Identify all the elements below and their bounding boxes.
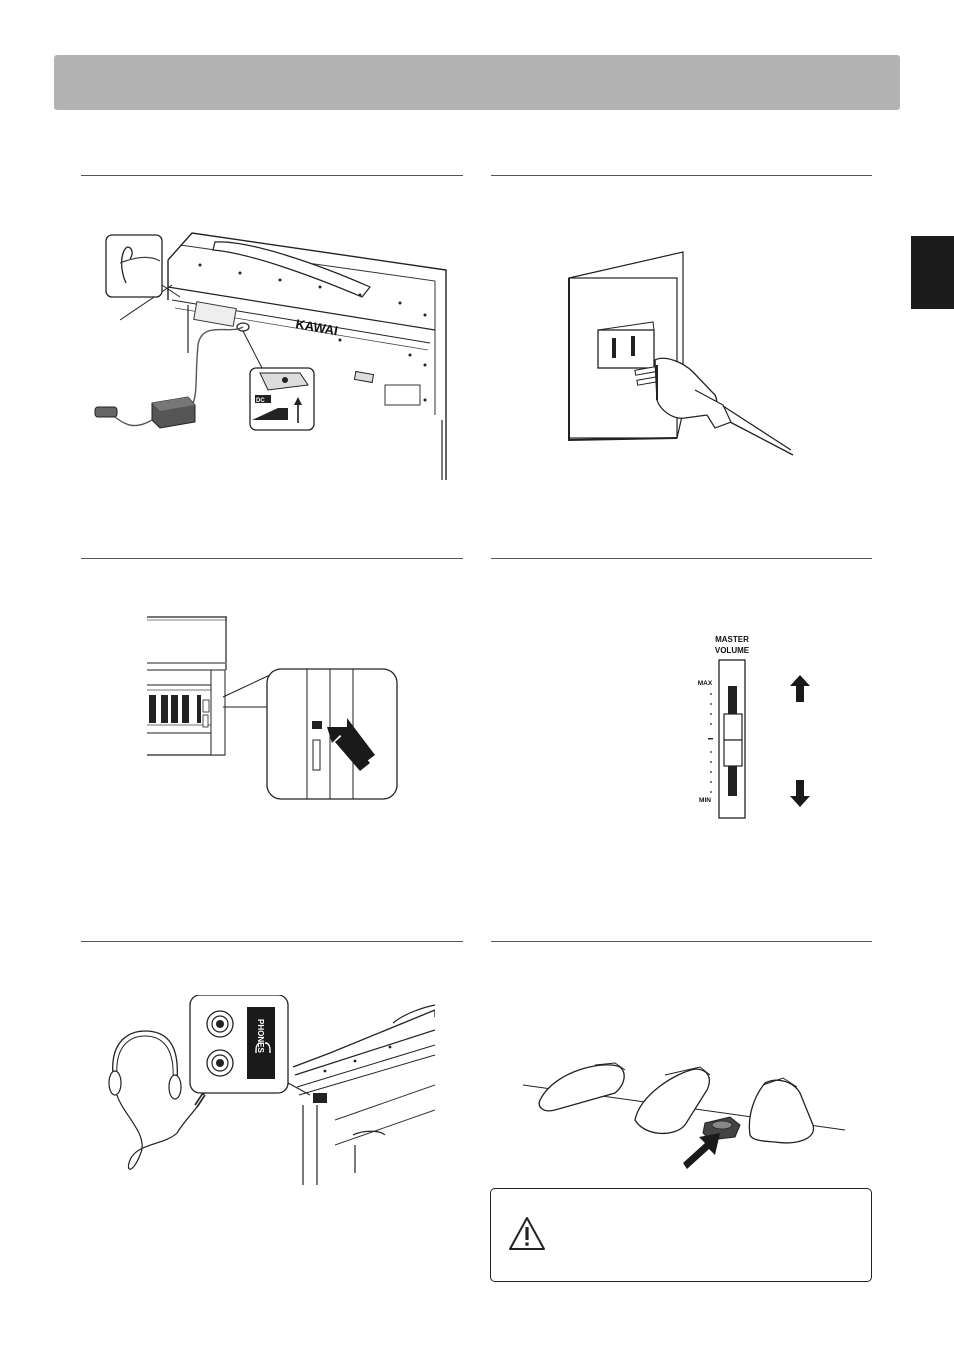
side-tab (911, 236, 954, 309)
section-rule (81, 558, 463, 559)
arrow-icon (683, 1133, 720, 1169)
section-rule (491, 941, 872, 942)
arrow-up-icon (790, 675, 810, 702)
section-rule (491, 175, 872, 176)
volume-label-line1: MASTER (715, 635, 749, 644)
section-rule (491, 558, 872, 559)
section-rule (81, 941, 463, 942)
master-volume-illustration: MASTER VOLUME MAX MIN (695, 630, 835, 825)
caution-box (490, 1188, 872, 1282)
header-bar (54, 55, 900, 110)
headphones-icon (255, 1042, 271, 1053)
svg-text:DC: DC (256, 398, 265, 404)
section-rule (81, 175, 463, 176)
phones-label: PHONES (256, 1019, 265, 1053)
adaptor-illustration: KAWAI DC (80, 225, 460, 490)
volume-label-line2: VOLUME (715, 646, 750, 655)
headphones-illustration: PHONES (105, 995, 435, 1185)
pedal-illustration (515, 1045, 855, 1180)
outlet-illustration (565, 250, 805, 460)
brand-logo: KAWAI (294, 316, 339, 338)
power-button-illustration (145, 615, 405, 805)
arrow-down-icon (790, 780, 810, 807)
warning-triangle-icon (507, 1215, 547, 1258)
volume-min-label: MIN (699, 797, 711, 804)
volume-max-label: MAX (698, 680, 713, 687)
